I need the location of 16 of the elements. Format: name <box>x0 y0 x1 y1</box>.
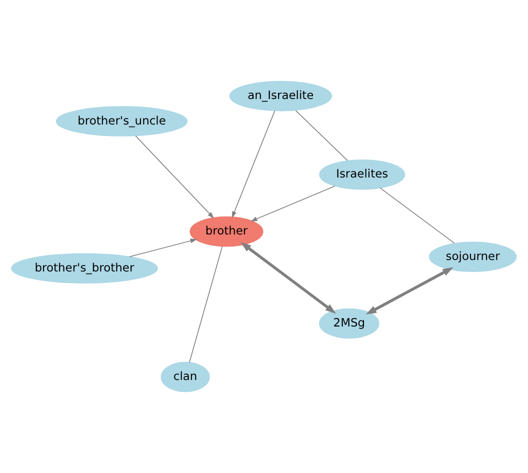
connector <box>295 110 348 161</box>
node-ellipse: brother's_uncle <box>56 106 188 136</box>
arrow <box>240 242 336 314</box>
node-ellipse: 2MSg <box>319 308 380 339</box>
node-ellipse: Israelites <box>319 159 406 190</box>
arrow <box>135 136 214 218</box>
arrow <box>129 238 197 258</box>
node-ellipse: sojourner <box>428 242 517 272</box>
arrow <box>366 267 454 315</box>
arrow <box>250 186 336 222</box>
connector <box>189 246 223 363</box>
node-ellipse: clan <box>160 362 210 392</box>
connector <box>380 188 455 244</box>
node-ellipse: an_Israelite <box>229 80 332 112</box>
node-ellipse: brother's_brother <box>11 253 158 284</box>
arrow <box>232 110 276 218</box>
